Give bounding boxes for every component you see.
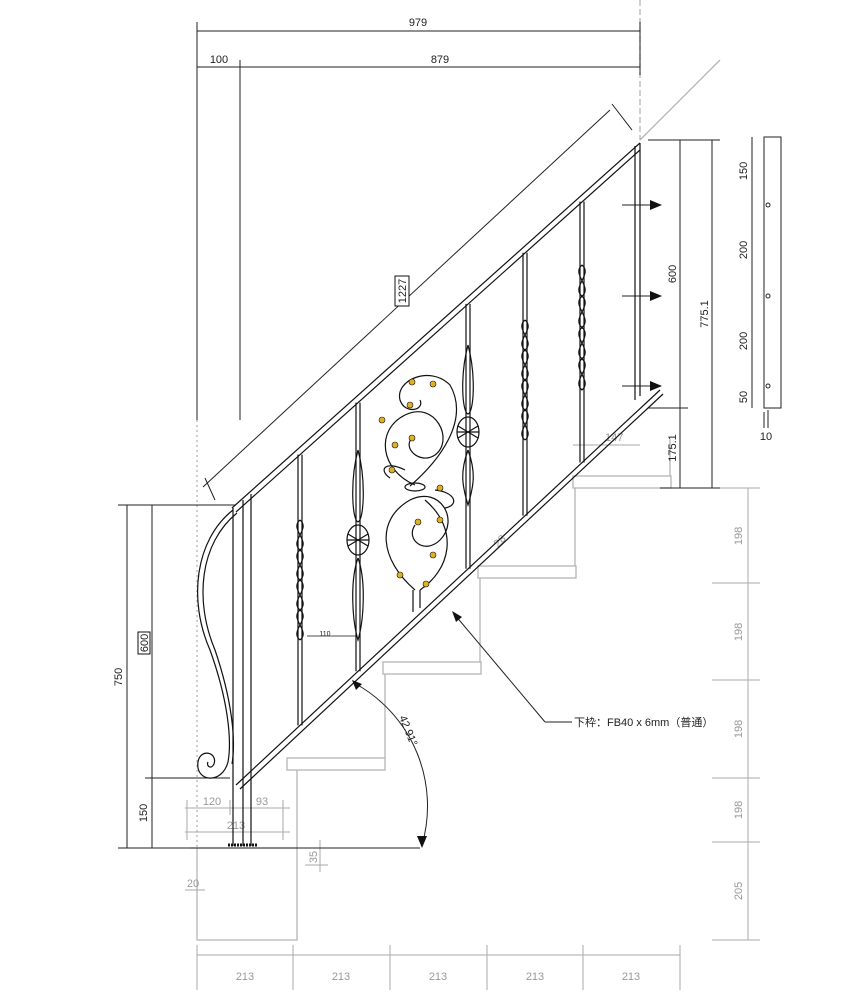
bar-segment-label: 150 <box>738 162 750 180</box>
rise-dimensions <box>185 444 760 990</box>
rise-label: 198 <box>733 801 745 819</box>
baluster-spacing-label: 110 <box>319 631 330 638</box>
run-label: 213 <box>429 971 447 983</box>
stair-outline <box>190 0 721 941</box>
run-label: 213 <box>332 971 350 983</box>
rise-labels: 198 198 198 198 205 213 213 213 213 213 … <box>187 432 745 983</box>
bar-width-label: 10 <box>760 431 772 443</box>
left-lower-label: 150 <box>138 804 150 822</box>
right-total-label: 775.1 <box>699 300 711 328</box>
bottom-frame-annotation: 下枠：FB40 x 6mm（普通） <box>574 715 713 729</box>
basket-ornament <box>457 425 479 439</box>
right-lower-label: 175.1 <box>667 434 679 462</box>
twisted-baluster-ornament <box>296 519 304 641</box>
floor-offset-label: 20 <box>187 878 199 890</box>
dimension-labels: 979 100 879 1227 750 600 150 600 775.1 1… <box>113 17 772 822</box>
left-upper-box: 600 <box>137 631 151 655</box>
bar-segment-label: 200 <box>738 332 750 350</box>
spear-baluster-ornament <box>352 449 364 523</box>
rail-length-box: 1227 <box>394 275 410 307</box>
base-right-label: 93 <box>256 796 268 808</box>
left-upper-label: 600 <box>139 634 151 652</box>
rise-label: 198 <box>733 527 745 545</box>
main-dimensions <box>118 22 782 849</box>
rail-length-label: 1227 <box>397 279 409 303</box>
twisted-baluster-ornament <box>578 264 586 391</box>
run-label: 213 <box>236 971 254 983</box>
base-left-label: 120 <box>203 796 221 808</box>
run-label: 213 <box>622 971 640 983</box>
floor-step-label: 35 <box>308 851 320 863</box>
run-label: 213 <box>526 971 544 983</box>
top-left-label: 100 <box>210 54 228 66</box>
spear-baluster-ornament <box>462 344 474 415</box>
spear-baluster-ornament <box>352 557 364 643</box>
top-total-label: 979 <box>409 17 427 29</box>
scroll-panel <box>378 375 458 612</box>
rise-label: 205 <box>733 882 745 900</box>
bar-segment-label: 200 <box>738 241 750 259</box>
angle-label: 42.91° <box>396 714 419 748</box>
rise-label: 198 <box>733 623 745 641</box>
top-right-label: 879 <box>431 54 449 66</box>
basket-ornament <box>347 533 369 547</box>
left-total-label: 750 <box>113 668 125 686</box>
railing <box>196 142 664 847</box>
rise-label: 198 <box>733 720 745 738</box>
balusters <box>296 201 586 726</box>
spear-baluster-ornament <box>462 449 474 508</box>
right-upper-label: 600 <box>667 265 679 283</box>
base-total-label: 213 <box>227 820 245 832</box>
ornament-dots <box>378 378 444 588</box>
bar-segment-label: 50 <box>738 391 750 403</box>
rail-gap-label: 28 <box>492 533 509 550</box>
twisted-baluster-ornament <box>521 319 529 441</box>
